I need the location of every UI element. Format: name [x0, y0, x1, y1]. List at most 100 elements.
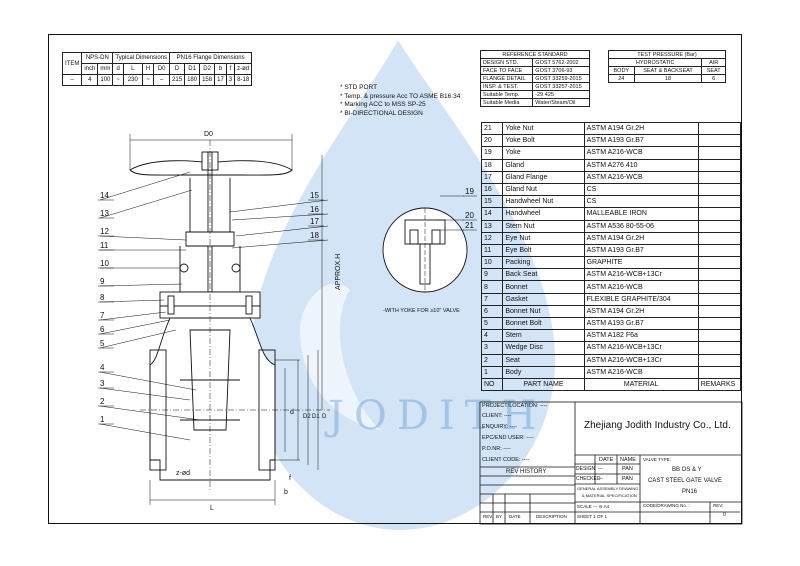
part-remarks: [697, 170, 742, 184]
ref-cell: DESIGN STD.: [479, 58, 534, 67]
part-name: Eye Nut: [502, 231, 585, 245]
part-material: ASTM A182 F6a: [583, 329, 699, 343]
dims-subheader: mm: [97, 63, 114, 75]
note-item: * BI-DIRECTIONAL DESIGN: [340, 109, 423, 117]
part-material: ASTM A536 80-55-06: [583, 219, 699, 233]
part-no: 12: [480, 231, 504, 245]
tp-seat: SEAT: [701, 66, 726, 75]
tb-date-col: DATE: [599, 457, 614, 463]
parts-header-name: PART NAME: [502, 377, 585, 392]
tb-checked-name: PAN: [622, 476, 633, 482]
tb-valve-line3: PN16: [682, 489, 698, 495]
part-name: Bonnet Bolt: [502, 316, 585, 331]
tb-sheet: SHEET 1 OF 1: [577, 514, 607, 519]
tb-checked: CHECKED: [576, 476, 601, 482]
part-no: 1: [480, 365, 504, 379]
dims-subheader: b: [214, 63, 227, 75]
part-material: ASTM A193 Gr.B7: [583, 243, 699, 258]
dims-cell: 17: [214, 74, 227, 86]
tp-val-body: 24: [608, 74, 635, 83]
dims-subheader: D2: [199, 63, 216, 75]
part-material: MALLEABLE IRON: [583, 207, 699, 221]
reference-standard-table: REFERENCE STANDARD DESIGN STD.GOST 5762-…: [479, 50, 590, 107]
tb-general: GENERAL ASSEMBLY DRAWING: [577, 486, 639, 491]
part-material: FLEXIBLE GRAPHITE/304: [583, 292, 699, 306]
ref-title: REFERENCE STANDARD: [480, 50, 590, 59]
tb-design: DESIGN: [576, 466, 596, 472]
part-name: Seat: [502, 353, 585, 367]
tb-rev-history: REV HISTORY: [506, 469, 547, 475]
part-material: ASTM A216-WCB+13Cr: [583, 268, 699, 282]
part-material: CS: [583, 182, 699, 197]
part-remarks: [697, 146, 742, 160]
part-name: Handwheel: [502, 207, 585, 221]
col-typical: Typical Dimensions: [112, 52, 171, 64]
ref-cell: Suitable Media: [479, 98, 534, 107]
part-name: Gland: [502, 158, 585, 172]
part-no: 4: [480, 329, 504, 343]
part-material: ASTM A193 Gr.B7: [583, 316, 699, 331]
part-remarks: [697, 304, 742, 319]
tb-client-code: CLIENT CODE: ----: [482, 457, 530, 463]
dims-subheader: D1: [184, 63, 201, 75]
part-name: Back Seat: [502, 268, 585, 282]
parts-header-no: NO: [480, 377, 504, 392]
dims-cell: –: [61, 74, 83, 86]
part-name: Body: [502, 365, 585, 379]
note-item: * Marking ACC to MSS SP-25: [340, 101, 426, 108]
part-no: 10: [480, 256, 504, 270]
tb-by: BY: [496, 514, 503, 519]
dims-subheader: D: [169, 63, 186, 75]
col-nps: NPS-DN: [81, 52, 114, 64]
part-remarks: [697, 316, 742, 331]
tb-description: DESCRIPTION: [536, 514, 567, 519]
part-material: ASTM A216-WCB: [583, 280, 699, 294]
part-no: 15: [480, 195, 504, 209]
part-remarks: [697, 353, 742, 367]
tb-epc: EPC/END USER: ----: [482, 435, 534, 441]
col-flange: PN16 Flange Dimensions: [169, 52, 253, 64]
part-material: ASTM A194 Gr.2H: [583, 304, 699, 319]
part-no: 16: [480, 182, 504, 197]
part-no: 5: [480, 316, 504, 331]
part-material: CS: [583, 195, 699, 209]
dims-subheader: d: [112, 63, 124, 75]
tb-valve-line1: BB OS & Y: [672, 467, 702, 473]
tp-val-seat: 6: [701, 74, 726, 83]
part-material: ASTM A193 Gr.B7: [583, 134, 699, 148]
ref-cell: Water/Steam/Oil: [532, 98, 590, 107]
part-name: Yoke Bolt: [502, 134, 585, 148]
note-item: * STD PORT: [340, 84, 378, 91]
part-remarks: [697, 341, 742, 355]
ref-row: INSP. & TEST.GOST 33257-2015: [479, 82, 590, 91]
part-no: 14: [480, 207, 504, 221]
part-no: 18: [480, 158, 504, 172]
ref-row: DESIGN STD.GOST 5762-2002: [479, 58, 590, 67]
part-remarks: [697, 121, 742, 136]
dims-cell: 4: [81, 74, 99, 86]
part-remarks: [697, 231, 742, 245]
dims-cell: ~: [112, 74, 124, 86]
dims-cell: 215: [169, 74, 186, 86]
tb-po: P.O.NR: ----: [482, 446, 511, 452]
dims-cell: ~: [141, 74, 155, 86]
part-no: 6: [480, 304, 504, 319]
ref-cell: FLANGE DETAIL: [479, 74, 534, 83]
part-remarks: [697, 207, 742, 221]
parts-header-material: MATERIAL: [583, 377, 699, 392]
tb-rev-label: REV:: [713, 503, 724, 508]
ref-cell: INSP. & TEST.: [479, 82, 534, 91]
tb-scale: SCALE --- ⊖ A4: [577, 504, 610, 509]
part-name: Yoke Nut: [502, 121, 585, 136]
